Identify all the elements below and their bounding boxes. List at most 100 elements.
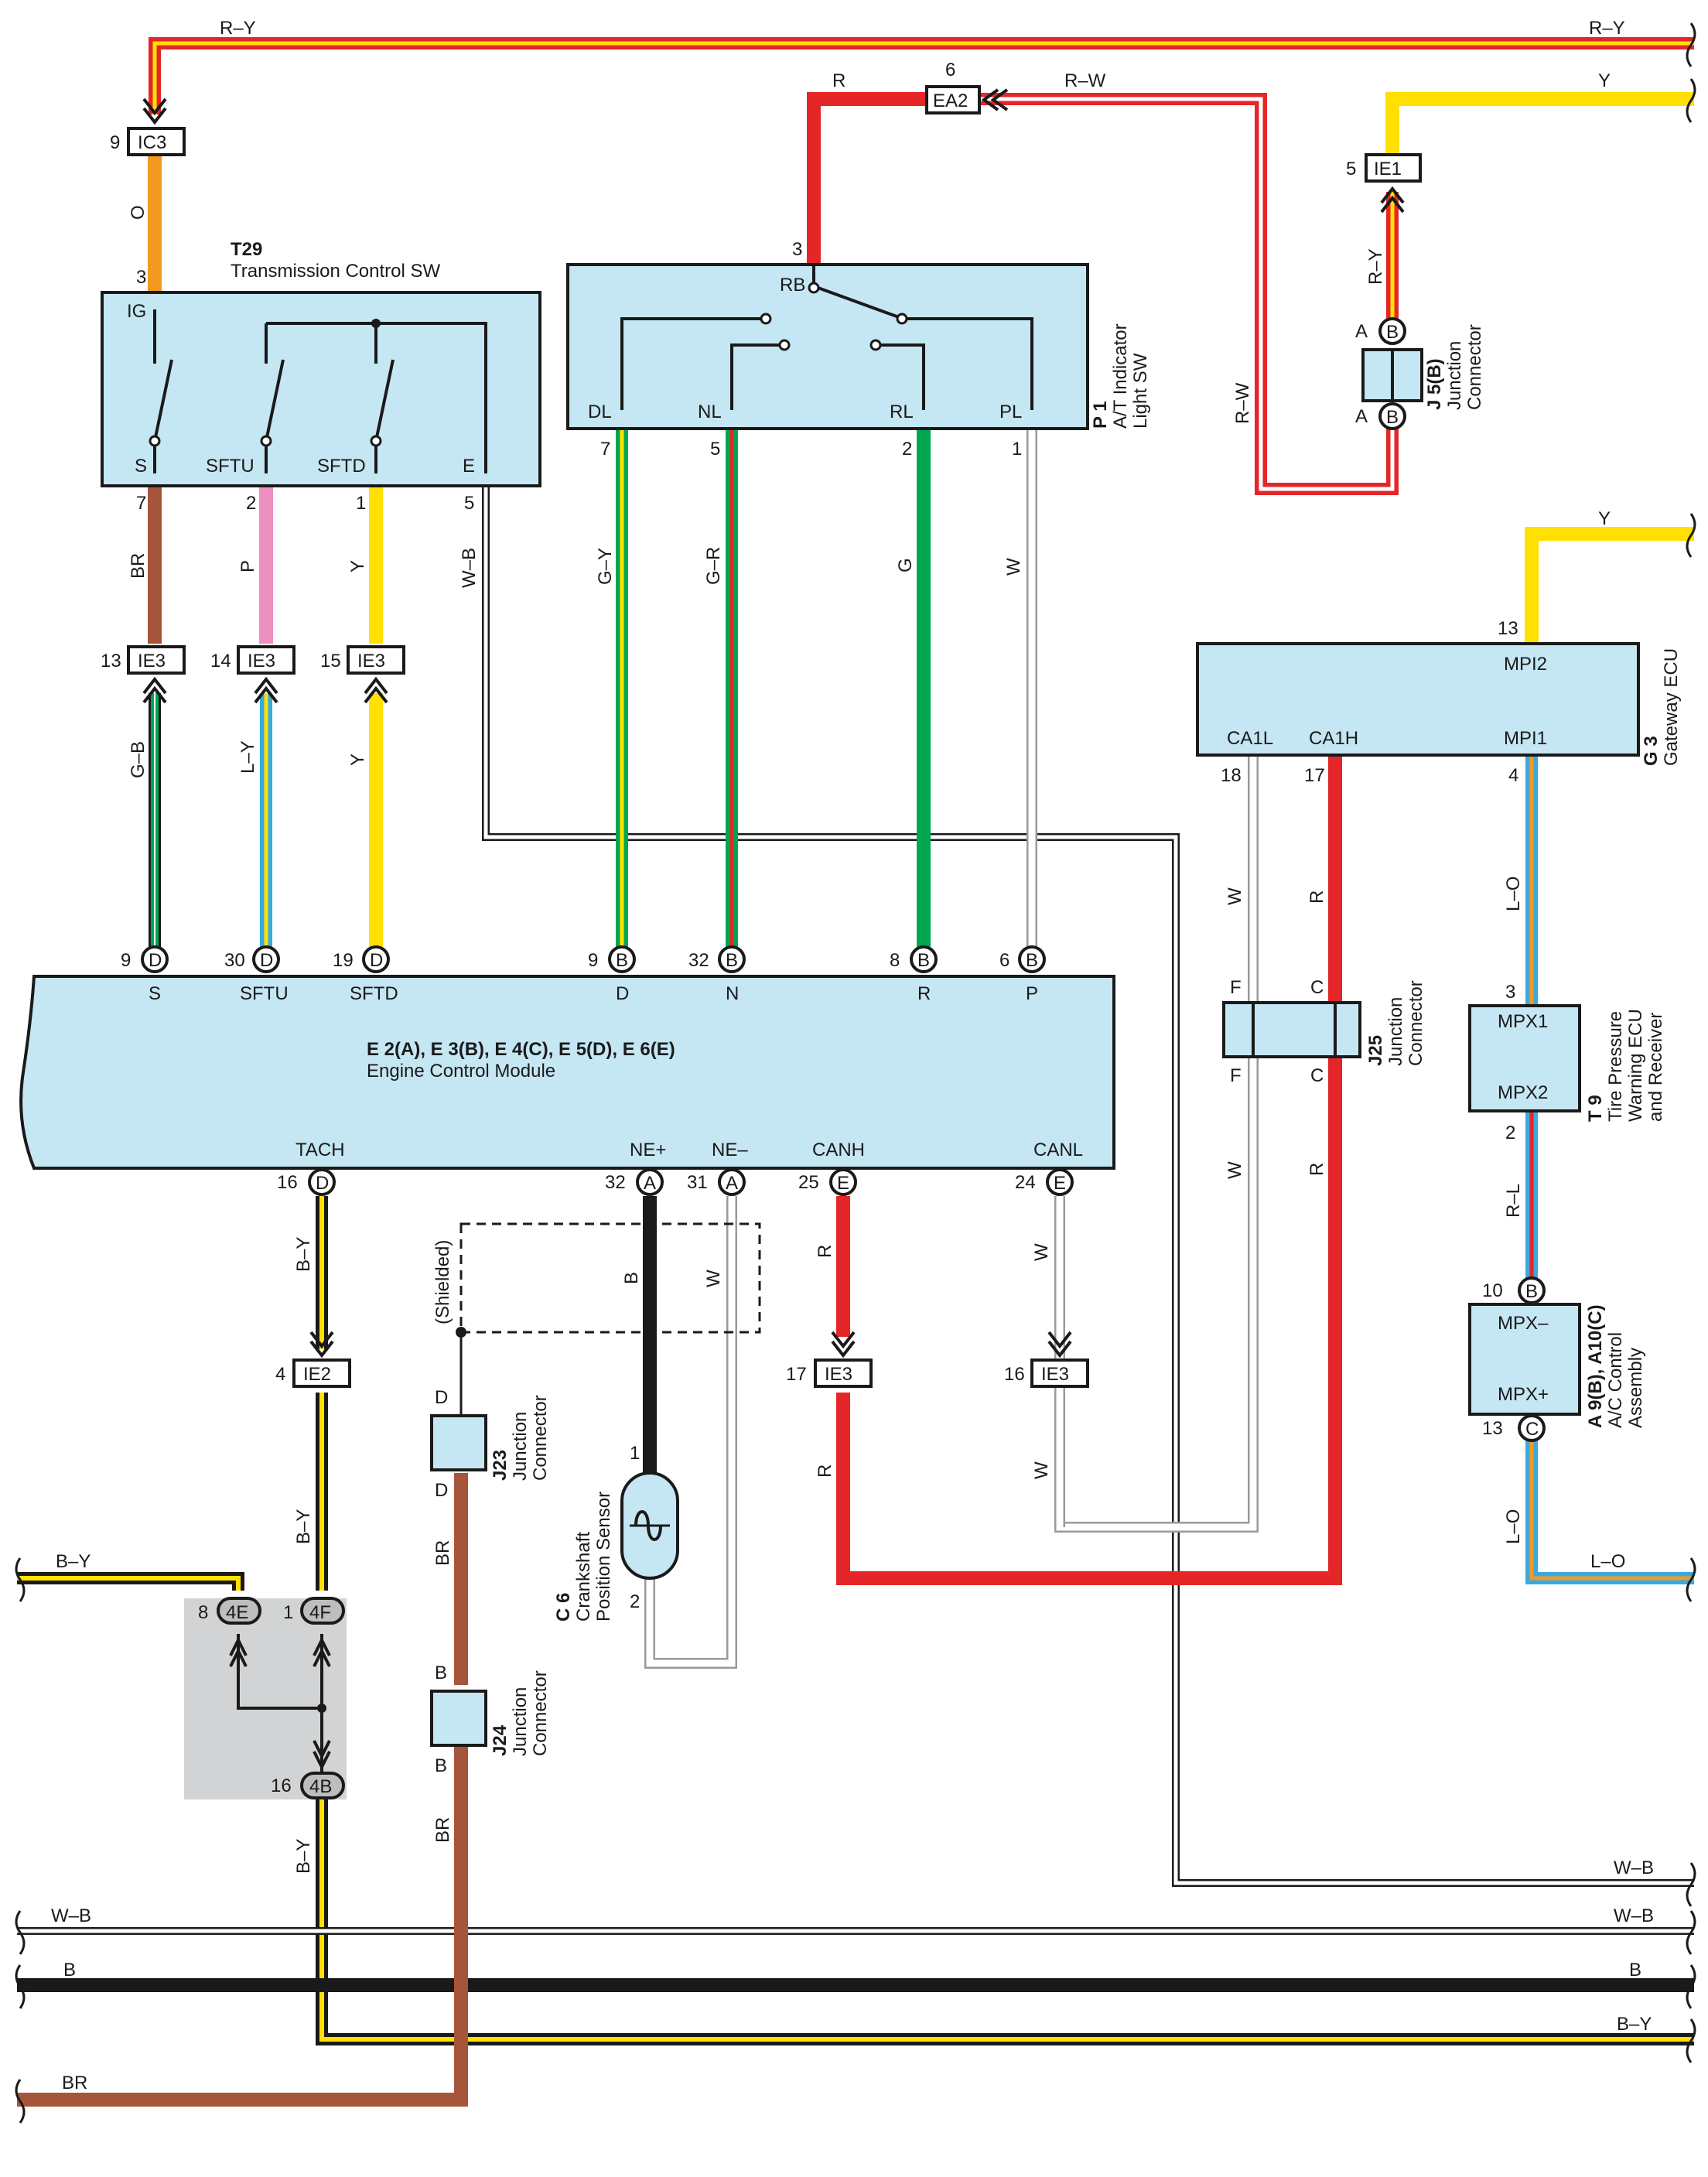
svg-text:13: 13 bbox=[1482, 1418, 1503, 1439]
p1-code: P 1 bbox=[1090, 401, 1111, 429]
svg-text:B: B bbox=[1386, 407, 1399, 428]
svg-text:4E: 4E bbox=[226, 1602, 248, 1623]
svg-text:D: D bbox=[260, 950, 273, 971]
t9-code: T 9 bbox=[1585, 1095, 1606, 1122]
a9-code: A 9(B), A10(C) bbox=[1585, 1304, 1606, 1428]
ecm-bottom-pin-canl: CANL bbox=[1033, 1140, 1083, 1160]
ecm-top-pin-n: N bbox=[726, 983, 739, 1004]
connector-ie3-13: IE3 13 bbox=[101, 645, 186, 704]
shielded-text: (Shielded) bbox=[432, 1240, 453, 1324]
svg-text:EA2: EA2 bbox=[933, 91, 968, 111]
svg-text:10: 10 bbox=[1482, 1280, 1503, 1301]
wire-b-y-bus bbox=[316, 1799, 1694, 2045]
svg-text:IE1: IE1 bbox=[1374, 159, 1402, 179]
junction-block bbox=[184, 1598, 347, 1799]
label-l-o-ac: L–O bbox=[1503, 1509, 1524, 1544]
svg-text:16: 16 bbox=[1004, 1364, 1025, 1385]
label-g: G bbox=[895, 558, 916, 572]
ecm-pin-r: 8 B bbox=[890, 945, 938, 973]
g3-code: G 3 bbox=[1641, 736, 1662, 766]
label-w-b-e: W–B bbox=[459, 548, 480, 588]
ecm-top-pin-d: D bbox=[616, 983, 629, 1004]
shield-label: (Shielded) bbox=[432, 1240, 453, 1324]
p1-pinnum-rl: 2 bbox=[902, 439, 912, 460]
label-br-left: BR bbox=[62, 2073, 87, 2093]
wire-r-ca1h bbox=[836, 755, 1342, 1585]
ecm-pin-sftu: 30 D bbox=[224, 945, 280, 973]
g3-pin-ca1h: CA1H bbox=[1309, 728, 1358, 749]
p1-pinnum-nl: 5 bbox=[710, 439, 720, 460]
label-b-y-ie2: B–Y bbox=[293, 1509, 314, 1544]
a9-pin-c: 13 C bbox=[1482, 1414, 1546, 1442]
ecm-top-pin-connectors: 9 D 30 D 19 D 9 B 32 B 8 B bbox=[121, 945, 1046, 973]
svg-text:D: D bbox=[149, 950, 162, 971]
label-r-l: R–L bbox=[1503, 1184, 1524, 1218]
ecm-pin-s: 9 D bbox=[121, 945, 169, 973]
label-b-y-4b: B–Y bbox=[293, 1839, 314, 1874]
ecm-pin-sftd: 19 D bbox=[333, 945, 390, 973]
svg-text:6: 6 bbox=[999, 950, 1009, 971]
svg-text:16: 16 bbox=[277, 1172, 298, 1193]
g3-pinnum-ca1h: 17 bbox=[1304, 765, 1325, 786]
p1-pin-dl: DL bbox=[588, 402, 612, 422]
svg-text:15: 15 bbox=[320, 651, 341, 672]
svg-text:14: 14 bbox=[210, 651, 231, 672]
svg-text:24: 24 bbox=[1015, 1172, 1036, 1193]
ecm-pin-canh: 25 E bbox=[798, 1168, 857, 1196]
j24-name-1: Junction bbox=[510, 1687, 531, 1756]
t29-pin-sftd: SFTD bbox=[317, 456, 366, 477]
label-w-nen: W bbox=[703, 1270, 724, 1287]
t9-pinnum-mpx1: 3 bbox=[1505, 982, 1515, 1003]
label-r-ca1h: R bbox=[1307, 890, 1327, 904]
p1-pinnum-dl: 7 bbox=[600, 439, 610, 460]
label-br-s: BR bbox=[128, 553, 149, 579]
t29-pin-sftu: SFTU bbox=[206, 456, 254, 477]
svg-text:9: 9 bbox=[110, 132, 120, 153]
connector-ea2: EA2 6 bbox=[925, 60, 1009, 114]
t29-pinnum-s: 7 bbox=[136, 493, 146, 514]
a9-ac-control-assembly: MPX– MPX+ bbox=[1468, 1303, 1581, 1416]
t9-name-2: Warning ECU bbox=[1625, 1009, 1646, 1122]
svg-text:B: B bbox=[1026, 950, 1038, 971]
t29-pinnum-ig: 3 bbox=[136, 267, 146, 288]
j25-name-1: Junction bbox=[1385, 997, 1406, 1066]
svg-text:19: 19 bbox=[333, 950, 354, 971]
wire-w-b-e bbox=[482, 486, 1694, 1887]
label-br-j23: BR bbox=[432, 1540, 453, 1566]
shield-box bbox=[456, 1222, 761, 1338]
j25-code: J25 bbox=[1365, 1035, 1386, 1066]
svg-text:B: B bbox=[1525, 1281, 1538, 1302]
j5-label: J 5(B) Junction Connector bbox=[1424, 324, 1485, 410]
ecm-codes: E 2(A), E 3(B), E 4(C), E 5(D), E 6(E) bbox=[367, 1039, 675, 1060]
c6-pin-2: 2 bbox=[630, 1591, 640, 1612]
svg-text:B: B bbox=[616, 950, 628, 971]
wire-br-j24 bbox=[17, 1747, 468, 2107]
g3-pin-mpi2: MPI2 bbox=[1504, 654, 1547, 675]
svg-text:B: B bbox=[1386, 322, 1399, 343]
svg-text:B: B bbox=[726, 950, 738, 971]
ecm-bottom-pin-nen: NE– bbox=[712, 1140, 748, 1160]
svg-text:IE3: IE3 bbox=[248, 651, 275, 672]
connector-ic3: IC3 9 bbox=[110, 97, 186, 156]
svg-text:5: 5 bbox=[1346, 159, 1356, 179]
p1-at-indicator-light-sw: RB DL NL RL PL bbox=[566, 263, 1089, 430]
g3-label: G 3 Gateway ECU bbox=[1641, 648, 1682, 766]
svg-text:9: 9 bbox=[588, 950, 598, 971]
ecm-top-pin-s: S bbox=[149, 983, 161, 1004]
label-g-b: G–B bbox=[128, 741, 149, 778]
ecm-bottom-pin-nep: NE+ bbox=[630, 1140, 666, 1160]
ecm-pin-d: 9 B bbox=[588, 945, 636, 973]
label-r-canh: R bbox=[815, 1245, 835, 1258]
connector-ie3-14: IE3 14 bbox=[210, 645, 295, 704]
label-w-b-left: W–B bbox=[51, 1905, 91, 1926]
t9-name-3: and Receiver bbox=[1645, 1013, 1666, 1122]
label-b-y-left: B–Y bbox=[56, 1551, 91, 1572]
j23-pin-top: D bbox=[435, 1387, 448, 1408]
c6-pin-1: 1 bbox=[630, 1443, 640, 1464]
a9-pin-b: 10 B bbox=[1482, 1276, 1546, 1304]
g3-pinnum-ca1l: 18 bbox=[1221, 765, 1242, 786]
label-r-w-top: R–W bbox=[1064, 70, 1106, 91]
svg-text:32: 32 bbox=[605, 1172, 626, 1193]
label-r-ea2: R bbox=[832, 70, 845, 91]
g3-name: Gateway ECU bbox=[1661, 648, 1682, 766]
